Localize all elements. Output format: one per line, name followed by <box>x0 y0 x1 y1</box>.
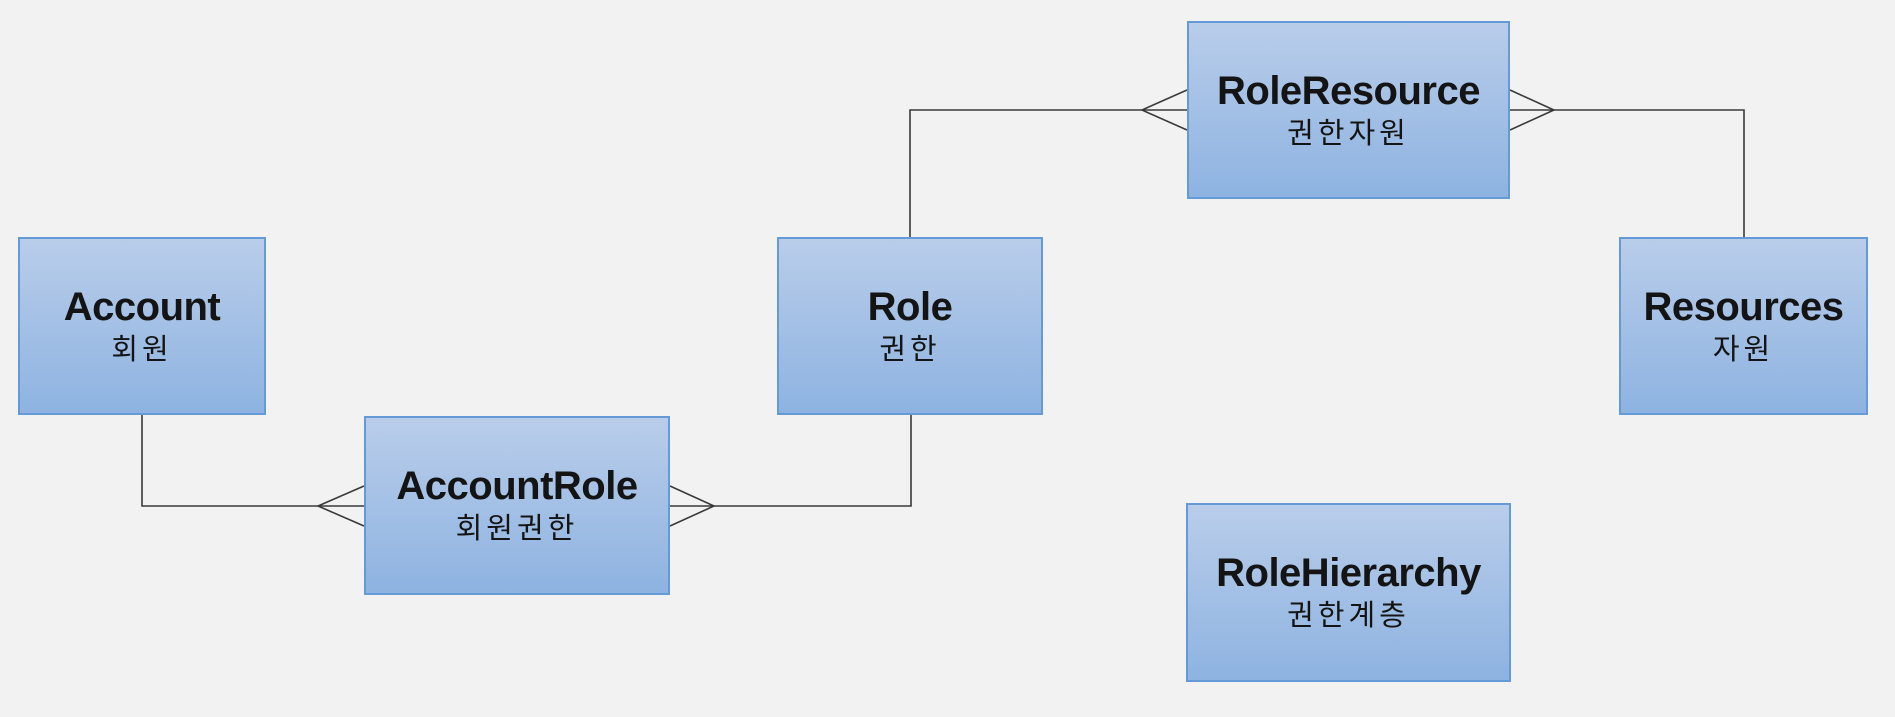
entity-subtitle: 권한계층 <box>1287 600 1410 632</box>
entity-subtitle: 회원권한 <box>455 513 579 545</box>
crowfoot-accountrole-right-icon <box>669 485 716 527</box>
entity-title: Role <box>867 284 953 329</box>
connector-resources-roleresource <box>1510 109 1745 237</box>
entity-subtitle: 권한 <box>879 333 941 366</box>
entity-subtitle: 자원 <box>1712 333 1775 366</box>
connector-role-roleresource <box>909 109 1187 237</box>
entity-title: Resources <box>1643 284 1844 329</box>
crowfoot-roleresource-right-icon <box>1509 89 1556 131</box>
entity-title: Account <box>63 284 221 329</box>
entity-title: RoleHierarchy <box>1216 551 1481 596</box>
entity-subtitle: 권한자원 <box>1287 117 1410 150</box>
crowfoot-accountrole-left-icon <box>315 485 365 527</box>
entity-account: Account 회원 <box>18 237 266 415</box>
entity-title: AccountRole <box>396 464 638 509</box>
entity-subtitle: 회원 <box>111 333 173 366</box>
connector-role-accountrole <box>670 415 912 507</box>
entity-accountrole: AccountRole 회원권한 <box>364 416 670 595</box>
entity-resources: Resources 자원 <box>1619 237 1868 415</box>
entity-roleresource: RoleResource 권한자원 <box>1187 21 1510 199</box>
entity-rolehierarchy: RoleHierarchy 권한계층 <box>1186 503 1511 682</box>
connector-account-accountrole <box>141 415 364 507</box>
entity-title: RoleResource <box>1217 68 1480 113</box>
crowfoot-roleresource-left-icon <box>1140 89 1188 131</box>
entity-role: Role 권한 <box>777 237 1043 415</box>
